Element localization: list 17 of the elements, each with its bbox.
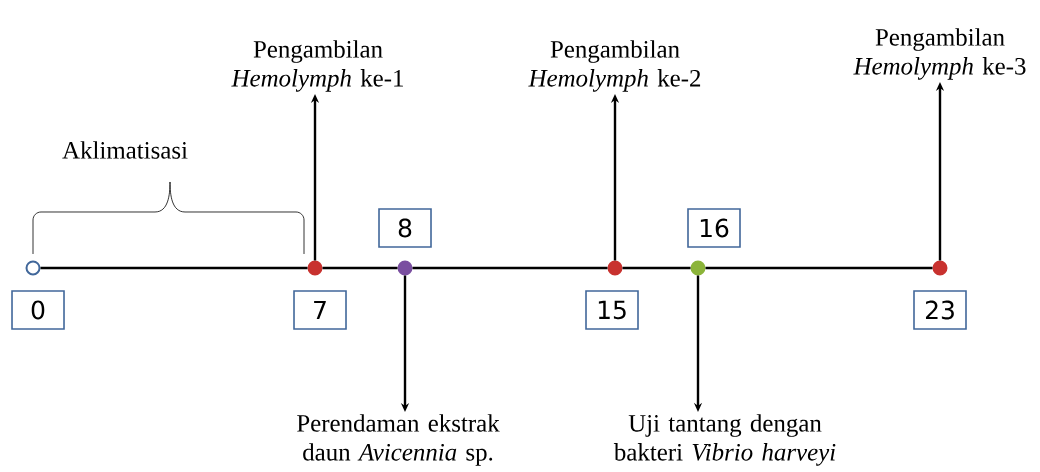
timeline-segment xyxy=(40,266,308,270)
event-label: Pengambilan Hemolymph ke-3 xyxy=(853,28,1026,80)
timeline-segment xyxy=(412,266,608,270)
day-number-box: 15 xyxy=(585,290,639,330)
period-label: Aklimatisasi xyxy=(62,141,188,159)
timeline-segment xyxy=(322,266,398,270)
event-label: Perendaman ekstrak daun Avicennia sp. xyxy=(297,414,500,466)
event-label: Uji tantang dengan bakteri Vibrio harveyi xyxy=(613,414,836,466)
day-number-box: 7 xyxy=(293,290,347,330)
event-label: Pengambilan Hemolymph ke-2 xyxy=(528,40,701,92)
day-number-box: 8 xyxy=(378,208,432,248)
day-number-box: 23 xyxy=(913,290,967,330)
timeline-segment xyxy=(705,266,933,270)
day-number-box: 0 xyxy=(11,290,65,330)
timeline-segment xyxy=(622,266,691,270)
day-number-box: 16 xyxy=(687,208,741,248)
event-label: Pengambilan Hemolymph ke-1 xyxy=(231,40,403,92)
